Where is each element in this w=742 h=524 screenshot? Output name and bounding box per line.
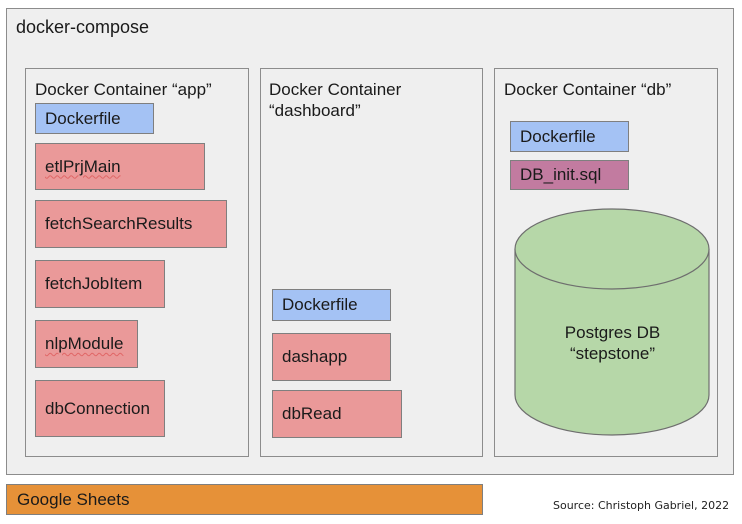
container-dashboard-title-line2: “dashboard” xyxy=(269,101,361,120)
source-note: Source: Christoph Gabriel, 2022 xyxy=(553,499,730,512)
app-fetchjobitem-box: fetchJobItem xyxy=(35,260,165,308)
app-dbconnection-box: dbConnection xyxy=(35,380,165,437)
db-dockerfile-box: Dockerfile xyxy=(510,121,629,152)
app-nlpmodule-box: nlpModule xyxy=(35,320,138,368)
postgres-database-cylinder xyxy=(514,208,710,436)
postgres-db-label-line1: Postgres DB xyxy=(564,323,661,342)
container-dashboard-title-line1: Docker Container xyxy=(269,80,402,99)
container-db-title: Docker Container “db” xyxy=(504,80,672,99)
db-init-sql-box: DB_init.sql xyxy=(510,160,629,190)
app-etlprjmain-box: etlPrjMain xyxy=(35,143,205,190)
app-dockerfile-box: Dockerfile xyxy=(35,103,154,134)
dashboard-dashapp-box: dashapp xyxy=(272,333,391,381)
postgres-db-label: Postgres DB “stepstone” xyxy=(516,322,709,364)
container-app-title: Docker Container “app” xyxy=(35,80,212,99)
app-fetchsearchresults-box: fetchSearchResults xyxy=(35,200,227,248)
postgres-db-label-line2: “stepstone” xyxy=(569,344,656,363)
app-etlprjmain-label: etlPrjMain xyxy=(45,156,121,176)
dashboard-dockerfile-box: Dockerfile xyxy=(272,289,391,321)
dashboard-dbread-box: dbRead xyxy=(272,390,402,438)
google-sheets-bar: Google Sheets xyxy=(6,484,483,515)
app-nlpmodule-label: nlpModule xyxy=(45,334,124,353)
docker-compose-title: docker-compose xyxy=(16,17,150,37)
